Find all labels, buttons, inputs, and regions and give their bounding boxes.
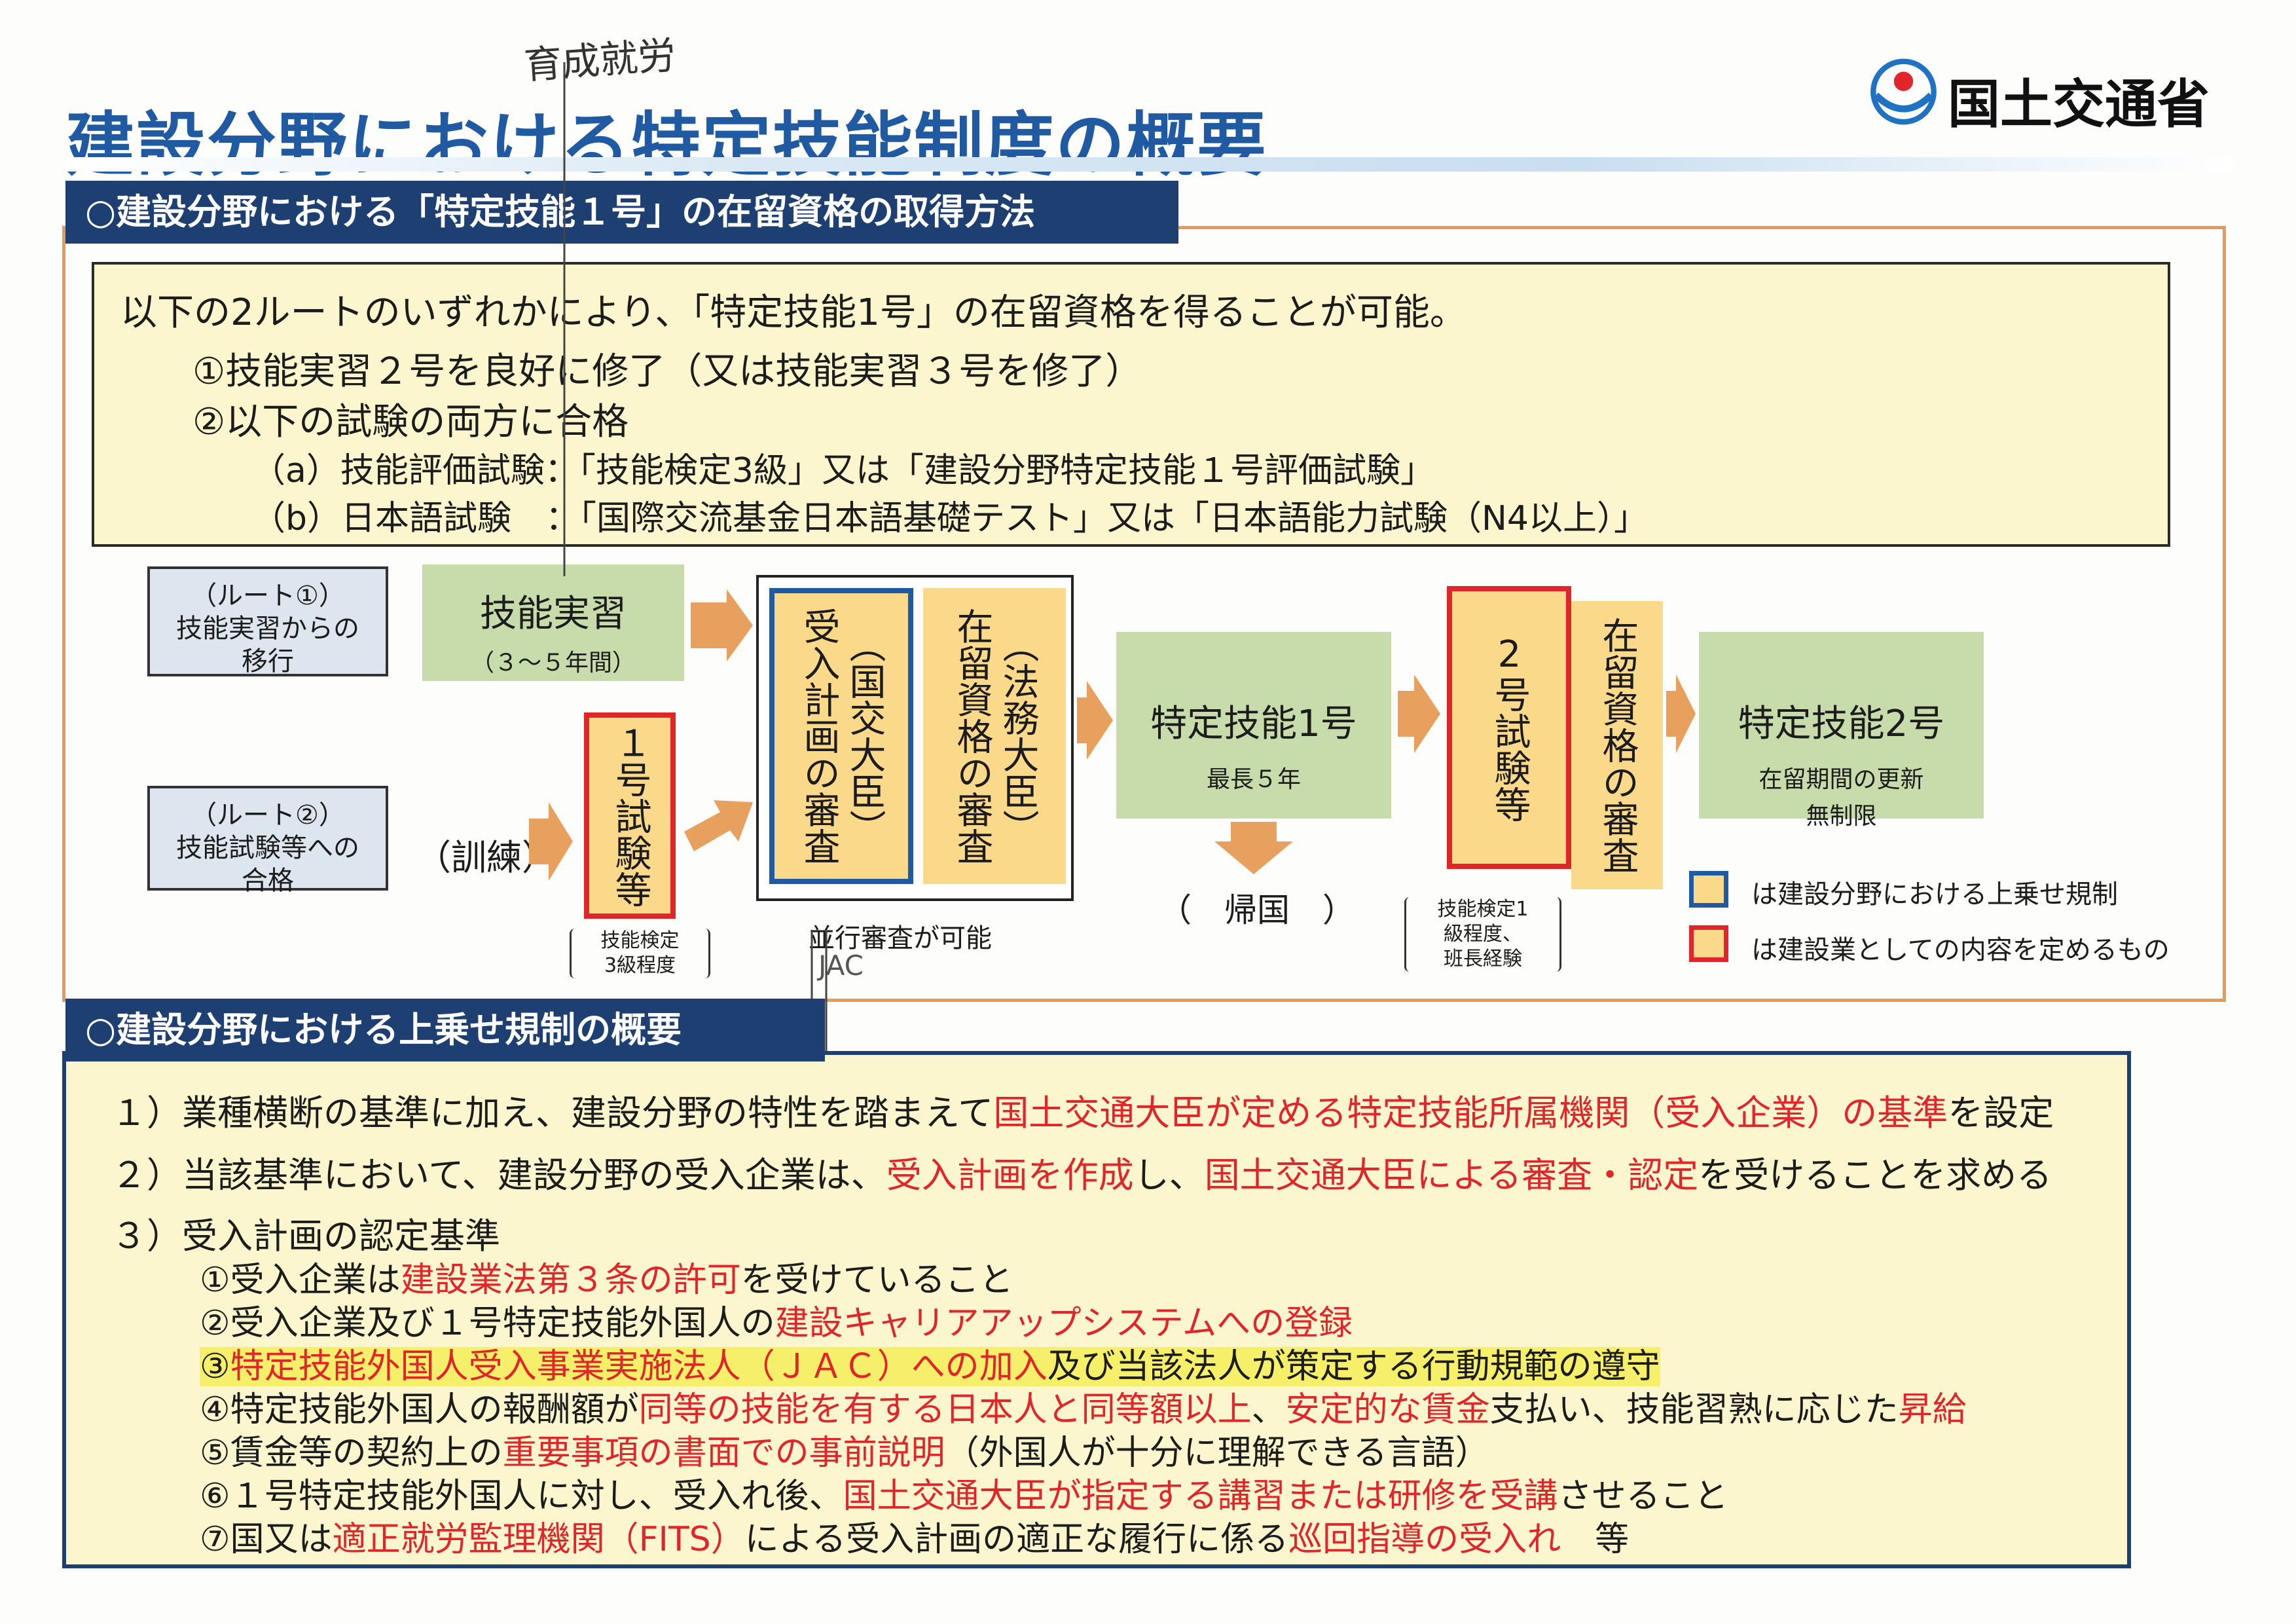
kunren-label: （訓練） xyxy=(416,837,557,878)
criterion-3: ③特定技能外国人受入事業実施法人（ＪＡＣ）への加入及び当該法人が策定する行動規範… xyxy=(200,1347,1660,1386)
tokutei2-sub2: 無制限 xyxy=(1806,803,1877,830)
section2-header: ○建設分野における上乗せ規制の概要 xyxy=(65,999,825,1061)
tokutei2-box: 特定技能2号 在留期間の更新 無制限 xyxy=(1699,632,1984,830)
legend-red-swatch xyxy=(1689,925,1728,962)
item1: １）業種横断の基準に加え、建設分野の特性を踏まえて国土交通大臣が定める特定技能所… xyxy=(111,1092,2054,1134)
tokutei2-sub1: 在留期間の更新 xyxy=(1758,766,1924,793)
page-title: 建設分野における特定技能制度の概要 xyxy=(65,105,1267,185)
zairyu-shinsa2-label: 在留資格の審査 xyxy=(1596,617,1639,874)
exam-a-text: （a）技能評価試験：「技能検定3級」又は「建設分野特定技能１号評価試験」 xyxy=(251,451,1434,490)
zairyu-shinsa-box: 在留資格の審査 （法務大臣） xyxy=(923,588,1066,884)
zairyu-shinsa-sub: （法務大臣） xyxy=(996,626,1039,846)
ukeire-keikaku-box: 受入計画の審査 （国交大臣） xyxy=(769,588,913,884)
handwritten-note: 育成就労 xyxy=(522,32,678,88)
section2-frame xyxy=(62,1051,2131,1568)
ukeire-keikaku-label: 受入計画の審査 xyxy=(797,608,840,864)
section1-header: ○建設分野における「特定技能１号」の在留資格の取得方法 xyxy=(65,181,1178,244)
acquisition-routes-box: 以下の2ルートのいずれかにより、「特定技能1号」の在留資格を得ることが可能。 ①… xyxy=(92,262,2170,547)
exam1-box: １号試験等 xyxy=(584,712,676,919)
tokutei2-label: 特定技能2号 xyxy=(1738,703,1945,745)
zairyu-shinsa-label: 在留資格の審査 xyxy=(951,608,993,864)
jac-handwritten-note: JAC xyxy=(818,950,864,982)
criterion-6: ⑥１号特定技能外国人に対し、受入れ後、国土交通大臣が指定する講習または研修を受講… xyxy=(200,1477,1728,1516)
tokutei1-sub: 最長５年 xyxy=(1206,766,1301,793)
tokutei1-label: 特定技能1号 xyxy=(1150,703,1357,745)
ginou-jisshu-box: 技能実習 （３～５年間） xyxy=(422,564,684,681)
route2-label: （ルート②） 技能試験等への 合格 xyxy=(147,786,388,896)
ministry-name: 国土交通省 xyxy=(1948,74,2210,135)
tokutei1-box: 特定技能1号 最長５年 xyxy=(1116,632,1391,819)
exam2-note: 技能検定1 級程度、 班長経験 xyxy=(1404,897,1561,972)
item3: ３）受入計画の認定基準 xyxy=(111,1215,500,1257)
title-underline xyxy=(65,157,2232,172)
legend-blue-swatch xyxy=(1689,871,1728,908)
legend-red-text: は建設業としての内容を定めるもの xyxy=(1751,935,2170,965)
exam2-box: 2号試験等 xyxy=(1447,586,1571,869)
criterion-7: ⑦国又は適正就労監理機関（FITS）による受入計画の適正な履行に係る巡回指導の受… xyxy=(200,1520,1630,1559)
route1-label: （ルート①） 技能実習からの 移行 xyxy=(147,566,388,676)
ginou-jisshu-label: 技能実習 xyxy=(480,593,627,635)
ukeire-keikaku-sub: （国交大臣） xyxy=(843,626,886,846)
exam2-label: 2号試験等 xyxy=(1488,633,1531,822)
exam-b-text: （b）日本語試験 ：「国際交流基金日本語基礎テスト」又は「日本語能力試験（N4以… xyxy=(251,499,1648,538)
exam1-note: 技能検定 3級程度 xyxy=(570,929,710,978)
ministry-logo-icon xyxy=(1870,58,1937,125)
parallel-review-note: 並行審査が可能 xyxy=(809,923,992,953)
item2: ２）当該基準において、建設分野の受入企業は、受入計画を作成し、国土交通大臣による… xyxy=(111,1154,2052,1196)
route2-text: ②以下の試験の両方に合格 xyxy=(192,401,629,443)
criterion-2: ②受入企業及び１号特定技能外国人の建設キャリアアップシステムへの登録 xyxy=(200,1304,1353,1343)
exam1-label: １号試験等 xyxy=(609,724,651,908)
intro-text: 以下の2ルートのいずれかにより、「特定技能1号」の在留資格を得ることが可能。 xyxy=(120,291,1467,334)
legend-blue-text: は建設分野における上乗せ規制 xyxy=(1751,879,2118,910)
zairyu-shinsa2-box: 在留資格の審査 xyxy=(1571,601,1663,889)
criterion-5: ⑤賃金等の契約上の重要事項の書面での事前説明（外国人が十分に理解できる言語） xyxy=(200,1433,1489,1473)
criterion-4: ④特定技能外国人の報酬額が同等の技能を有する日本人と同等額以上、安定的な賃金支払… xyxy=(200,1390,1967,1430)
criterion-1: ①受入企業は建設業法第３条の許可を受けていること xyxy=(200,1261,1013,1300)
ginou-jisshu-period: （３～５年間） xyxy=(470,650,636,676)
route1-text: ①技能実習２号を良好に修了（又は技能実習３号を修了） xyxy=(192,350,1142,393)
kikoku-label: （ 帰国 ） xyxy=(1159,891,1355,929)
